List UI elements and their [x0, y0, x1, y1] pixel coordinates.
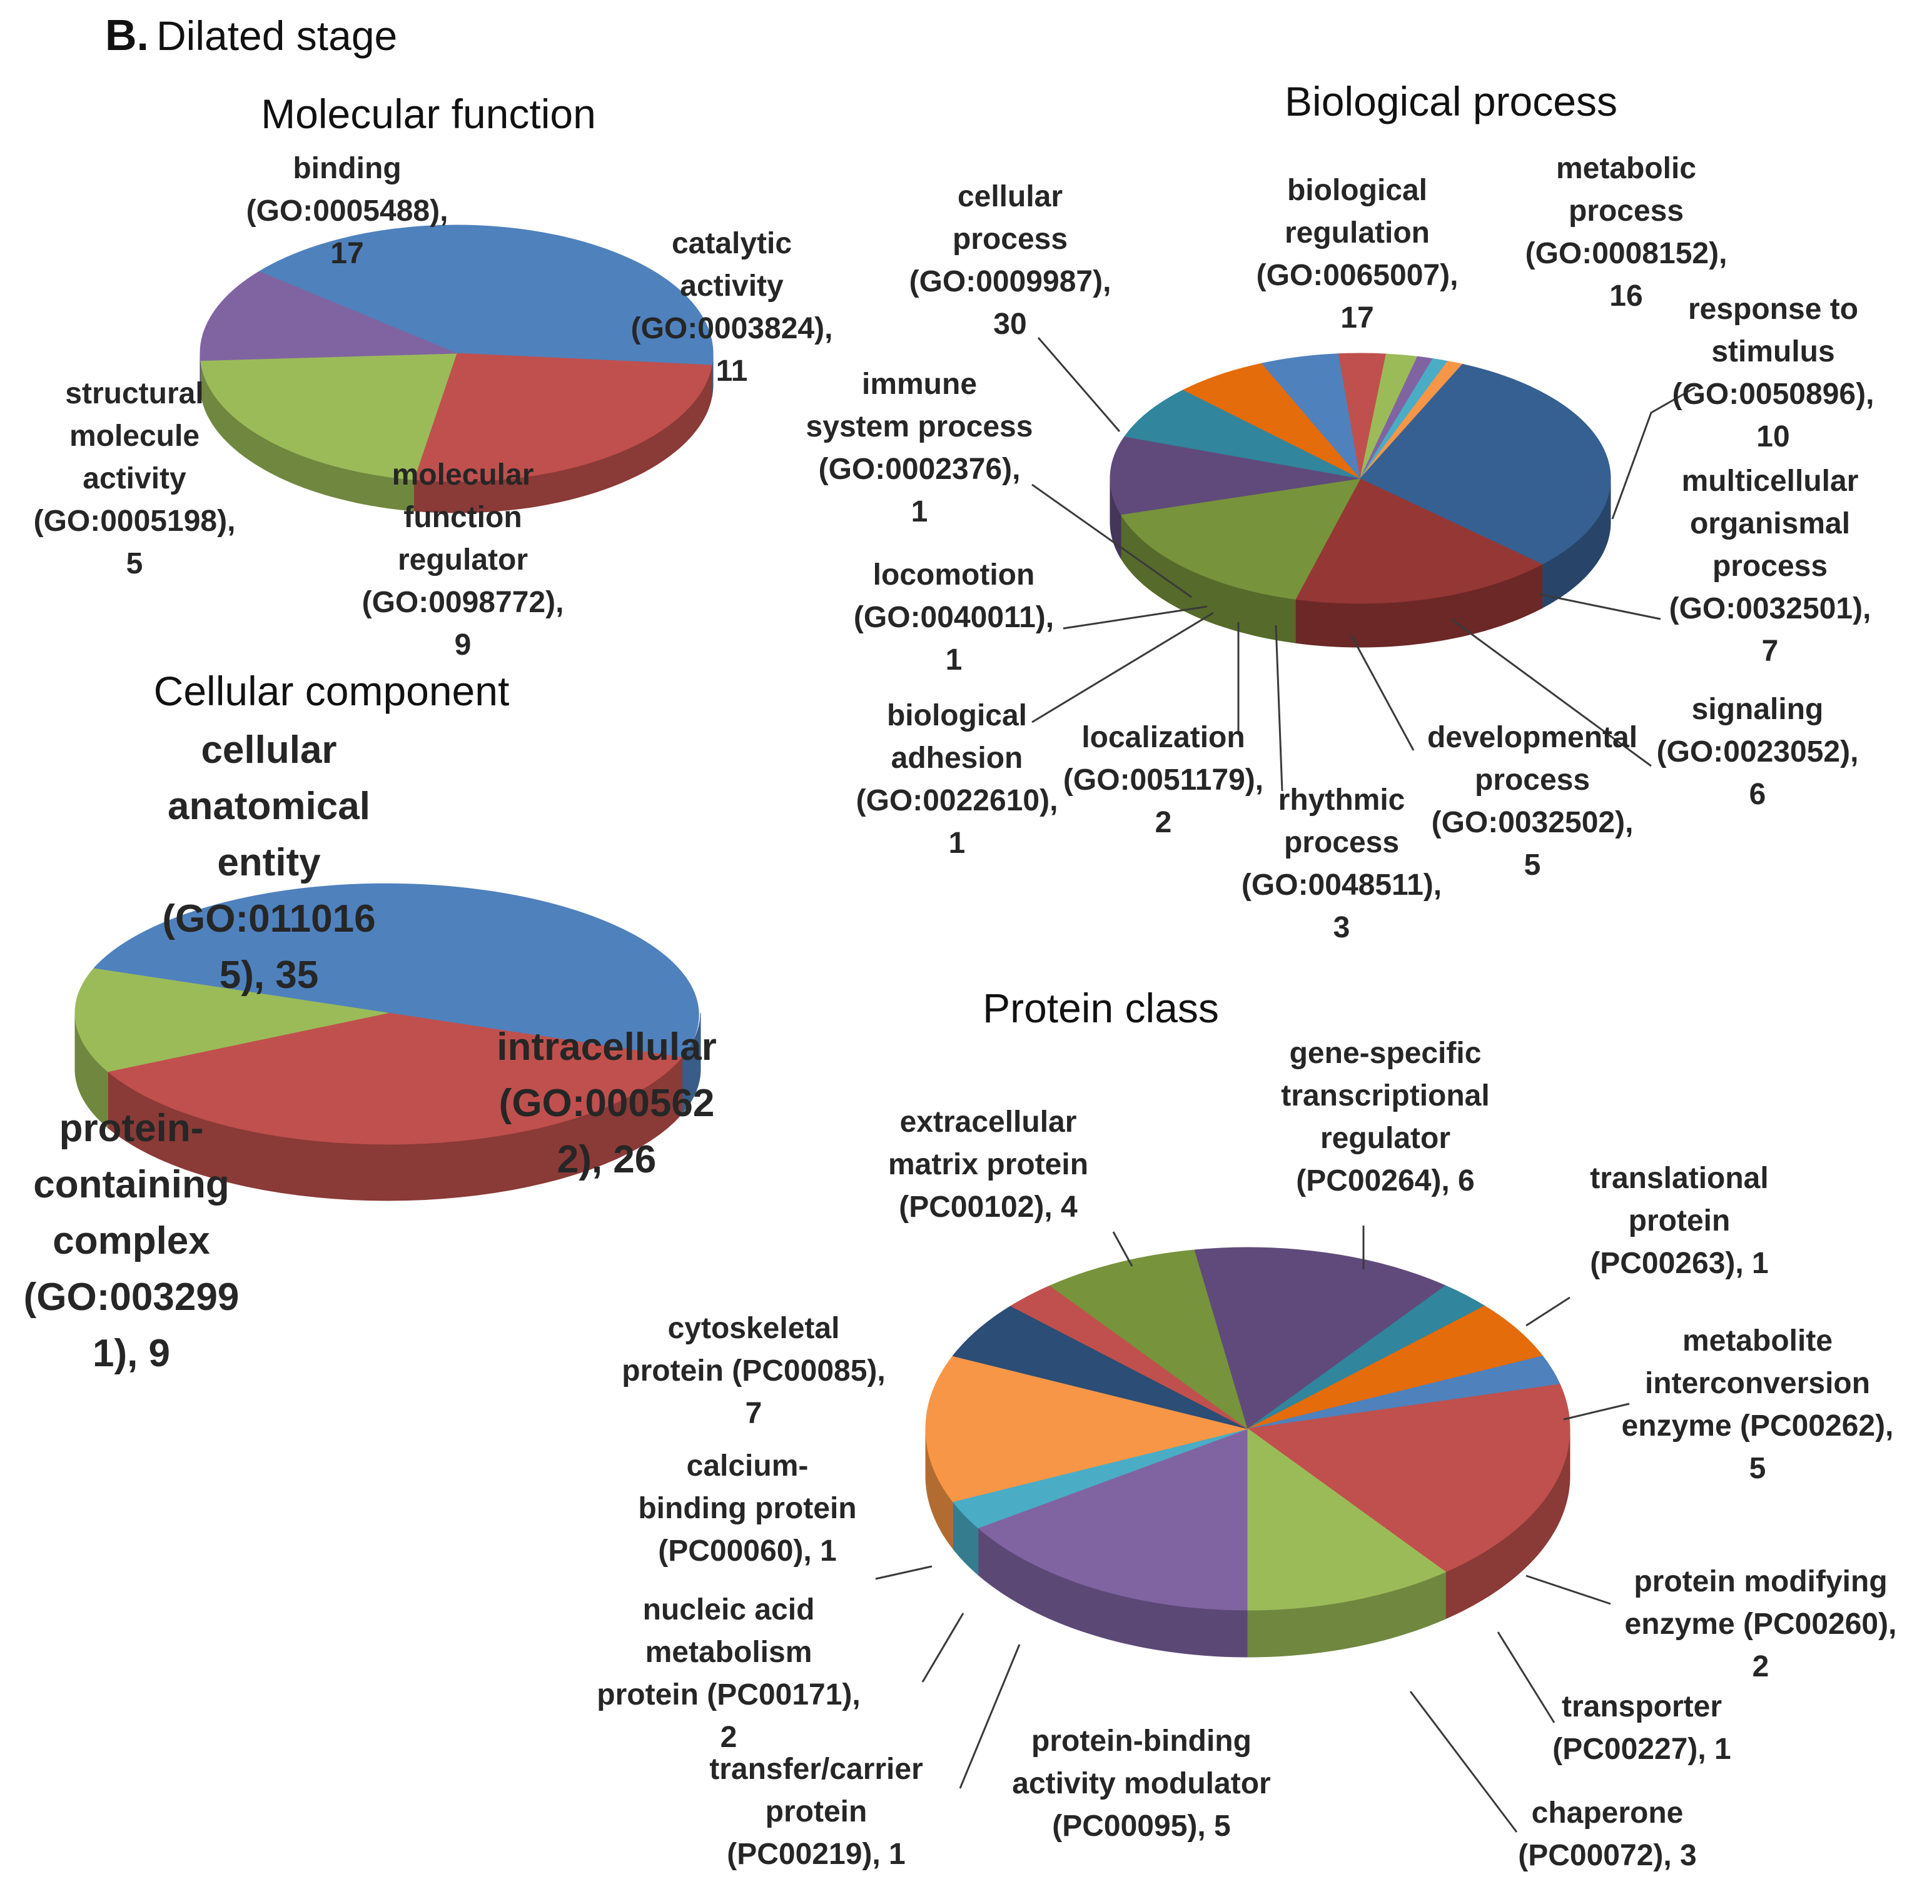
- bp-leader-immune-system-process: [1031, 483, 1192, 598]
- pc-label-chaperone: chaperone(PC00072), 3: [1518, 1796, 1697, 1872]
- bp-chart-title: Biological process: [1285, 78, 1617, 124]
- pc-slice-extracellular-matrix-protein: [1247, 1428, 1447, 1611]
- panel-letter: B.: [105, 11, 149, 59]
- bp-label-signaling: signaling(GO:0023052),6: [1657, 693, 1859, 811]
- bp-slice-biological-regulation: [1295, 478, 1544, 604]
- pc-leader-chaperone: [1409, 1691, 1518, 1833]
- bp-leader-signaling: [1450, 618, 1652, 767]
- pc-leader-protein-modifying-enzyme: [1525, 1574, 1611, 1605]
- pc-chart-title: Protein class: [983, 985, 1219, 1031]
- pc-slice-cytoskeletal-protein: [1247, 1384, 1570, 1573]
- pc-slice-metabolite-interconversion-enzyme: [925, 1355, 1248, 1503]
- pc-slice-protein-modifying-enzyme: [952, 1306, 1248, 1429]
- bp-leader-cellular-process: [1037, 337, 1121, 432]
- pc-slice-protein-binding-activity-modulator: [1194, 1247, 1447, 1429]
- bp-leader-biological-adhesion: [1031, 612, 1214, 723]
- pc-leader-calcium-binding-protein: [875, 1565, 933, 1580]
- cc-chart-title: Cellular component: [154, 668, 510, 714]
- mf-slice-binding: [258, 224, 714, 366]
- bp-slice-response-to-stimulus: [1110, 436, 1361, 515]
- cc-slice-cellular-anatomical-entity: [93, 883, 699, 1058]
- pc-leader-transfer-carrier-protein: [959, 1644, 1021, 1789]
- bp-leader-rhythmic-process: [1275, 625, 1283, 792]
- mf-chart-title: Molecular function: [261, 91, 596, 137]
- charts-layer: Molecular function binding(GO:0005488),17…: [24, 78, 1897, 1872]
- pc-leader-extracellular-matrix-protein: [1112, 1231, 1133, 1267]
- panel-name: Dilated stage: [156, 13, 397, 59]
- bp-leader-developmental-process: [1350, 634, 1415, 751]
- pc-label-transporter: transporter(PC00227), 1: [1552, 1690, 1731, 1766]
- bp-label-locomotion: locomotion(GO:0040011),1: [854, 558, 1054, 677]
- pc-slice-chaperone: [1049, 1249, 1248, 1430]
- pc-pie-sides: [925, 1428, 1570, 1658]
- bp-label-localization: localization(GO:0051179),2: [1063, 721, 1263, 839]
- cc-slice-protein-containing-complex: [74, 968, 388, 1072]
- mf-slice-structural-molecule-activity: [200, 271, 457, 361]
- pc-slice-gene-specific-transcriptional-regulator: [977, 1428, 1248, 1611]
- bp-leader-locomotion: [1063, 605, 1208, 630]
- pc-leader-translational-protein: [1525, 1296, 1570, 1327]
- mf-pie-chart: Molecular function binding(GO:0005488),17…: [34, 91, 833, 662]
- mf-label-binding: binding(GO:0005488),17: [246, 152, 448, 270]
- bp-leader-multicellular-organismal-process: [1538, 593, 1661, 620]
- mf-slice-catalytic-activity: [413, 353, 712, 482]
- bp-leader-response-to-stimulus: [1611, 386, 1696, 520]
- pc-slice-nucleic-acid-metabolism-protein: [1247, 1306, 1544, 1429]
- bp-slice-signaling: [1183, 363, 1361, 479]
- mf-slice-molecular-function-regulator: [200, 353, 457, 480]
- bp-slice-metabolic-process: [1120, 478, 1361, 600]
- pc-leader-transporter: [1497, 1631, 1555, 1723]
- bp-slice-multicellular-organismal-process: [1124, 389, 1361, 479]
- pc-leader-nucleic-acid-metabolism-protein: [921, 1613, 964, 1683]
- pc-leader-metabolite-interconversion-enzyme: [1563, 1403, 1630, 1421]
- pc-label-calcium-binding-protein: calcium-binding protein(PC00060), 1: [638, 1449, 856, 1568]
- bp-slice-cellular-process: [1360, 363, 1611, 565]
- cc-slice-intracellular: [107, 1012, 683, 1145]
